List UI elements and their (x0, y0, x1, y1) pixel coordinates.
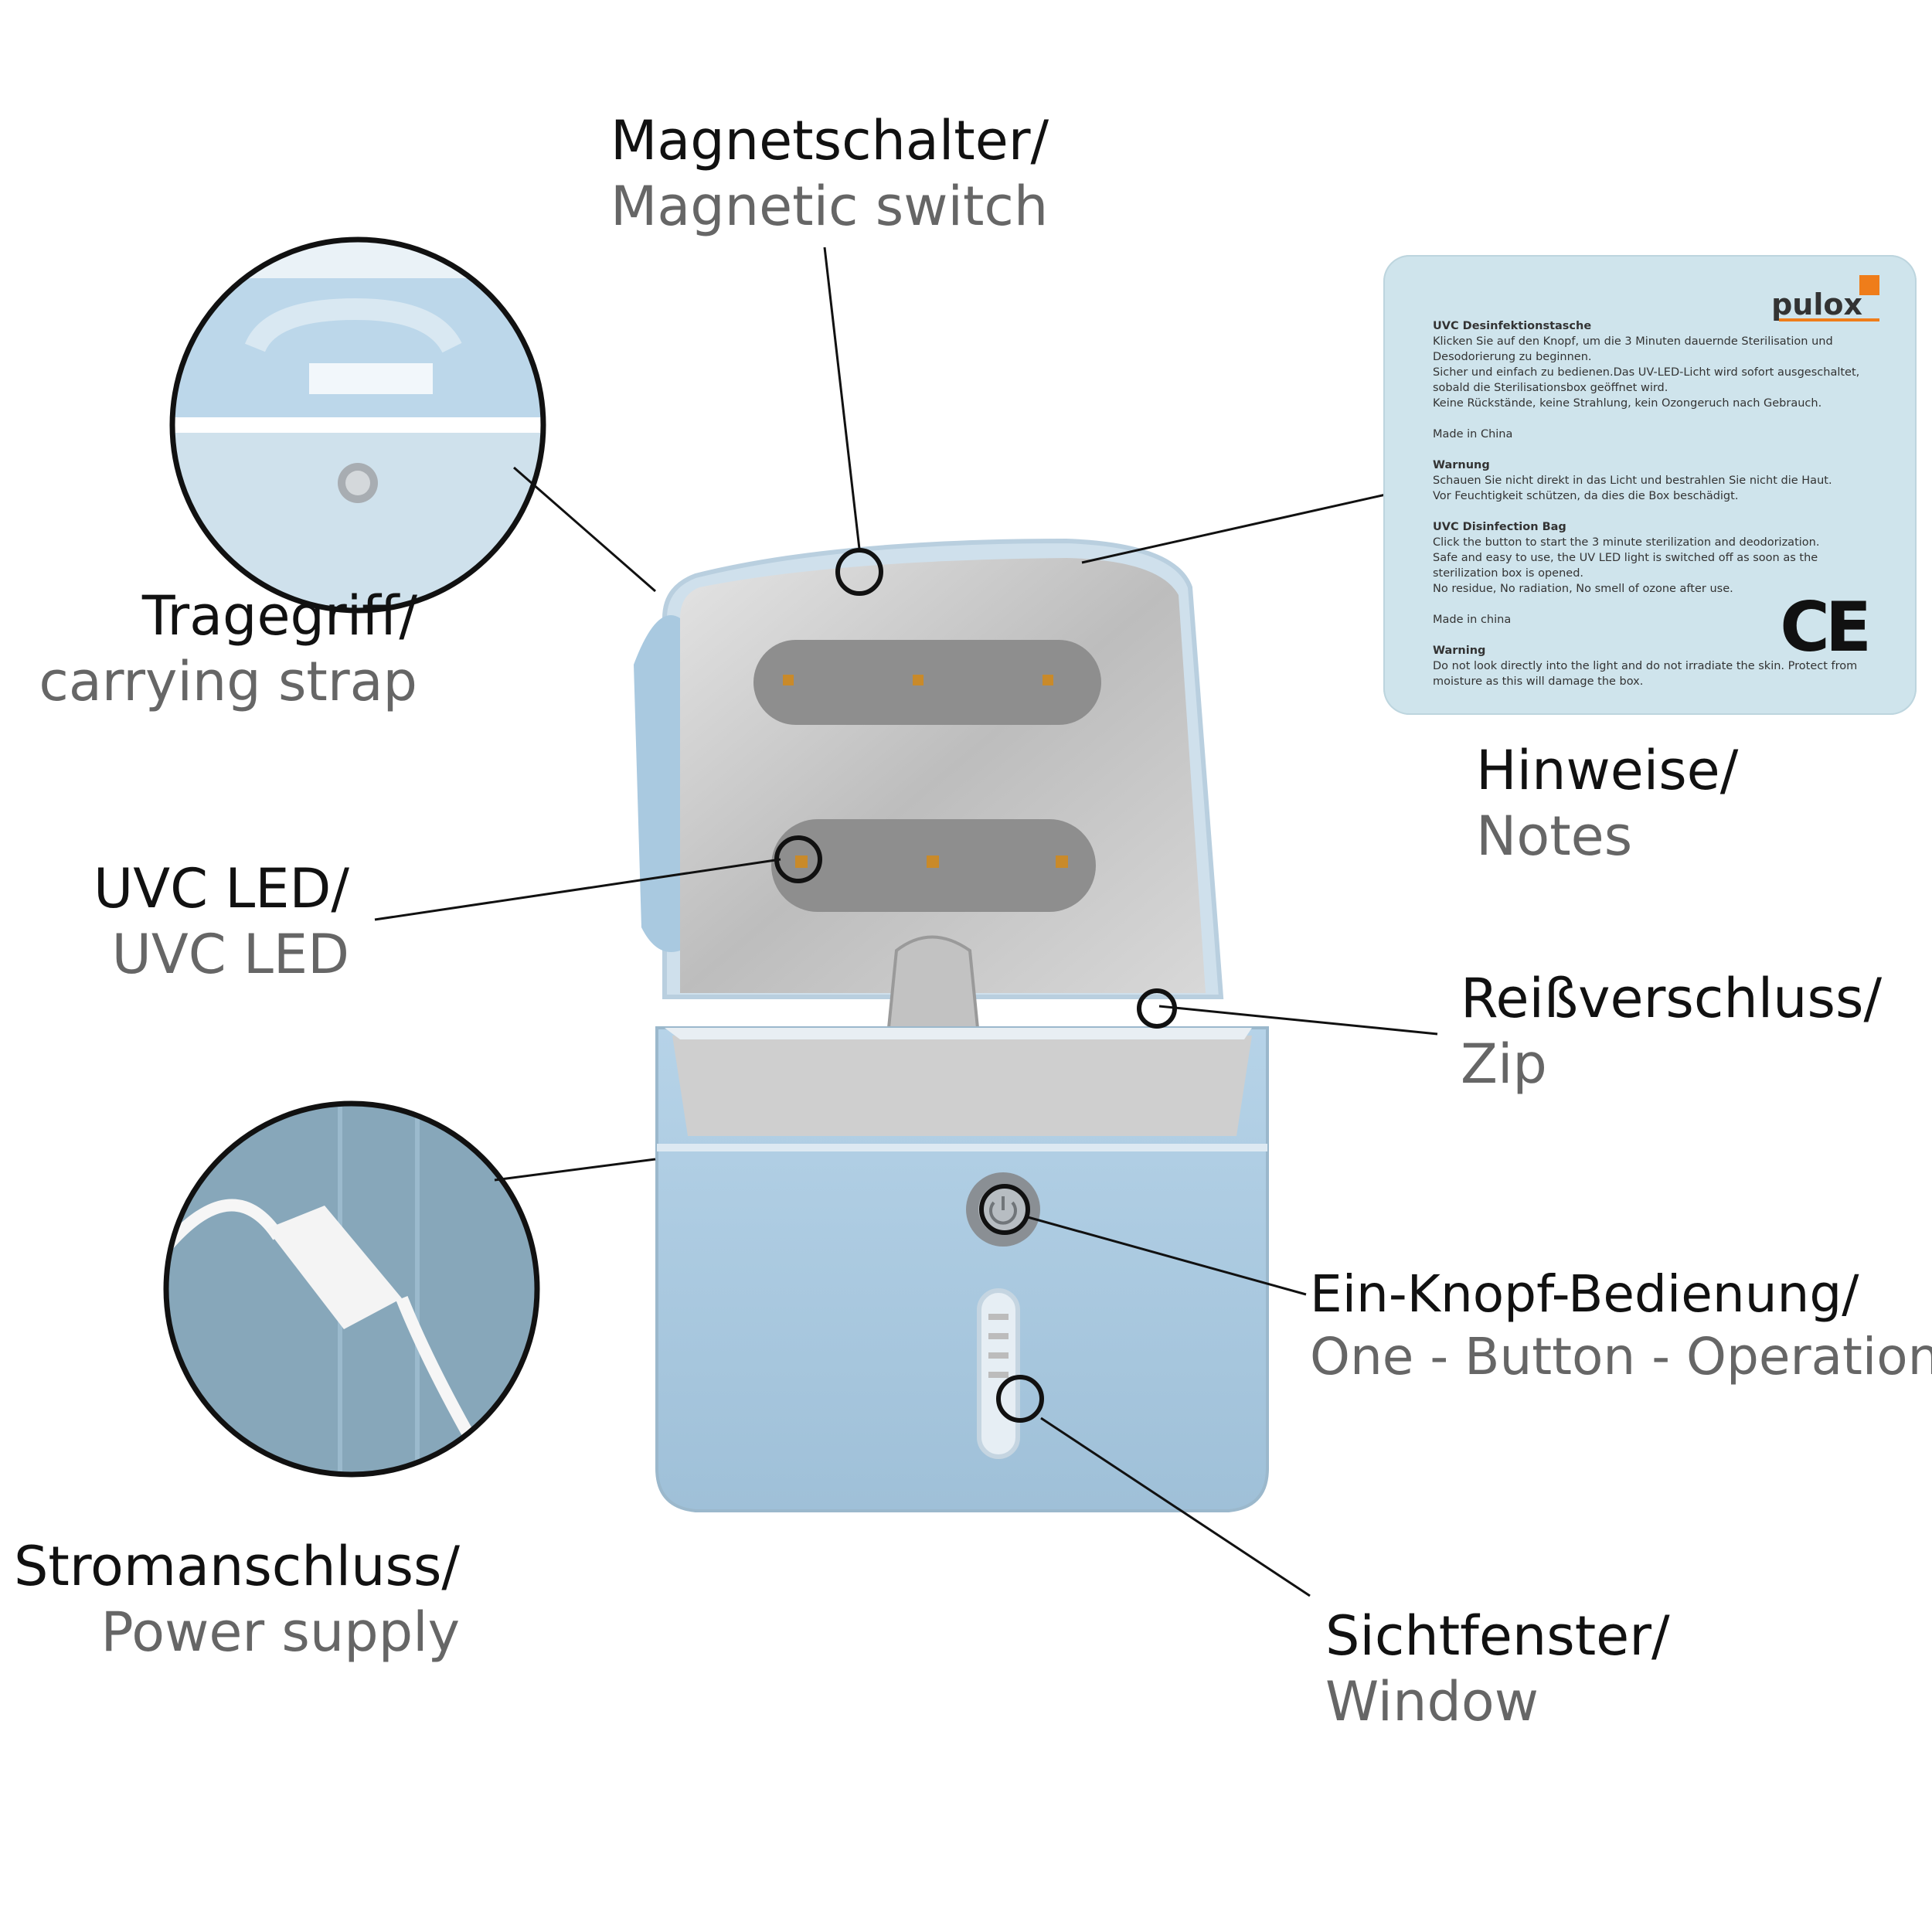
notes-de-text: Klicken Sie auf den Knopf, um die 3 Minu… (1433, 335, 1860, 410)
label-power-supply-en: Power supply (100, 1600, 460, 1665)
label-magnetic-switch-en: Magnetic switch (611, 175, 1049, 239)
notes-en-text: Click the button to start the 3 minute s… (1433, 536, 1820, 595)
label-window: Sichtfenster/ Window (1325, 1604, 1670, 1736)
label-power-supply: Stromanschluss/ Power supply (14, 1534, 460, 1666)
ce-mark: CE (1780, 587, 1872, 667)
strap-inset (169, 236, 546, 614)
notes-de-title: UVC Desinfektionstasche (1433, 320, 1592, 332)
label-zip-de: Reißverschluss/ (1461, 967, 1883, 1030)
led-strip-bottom (771, 819, 1096, 912)
brand-logo: pulox (1771, 287, 1862, 321)
label-carrying-strap: Tragegriff/ carrying strap (39, 583, 417, 716)
notes-en-warn-title: Warning (1433, 645, 1486, 657)
label-magnetic-switch-de: Magnetschalter/ (611, 109, 1049, 172)
viewing-window (977, 1288, 1020, 1459)
label-window-en: Window (1325, 1670, 1539, 1734)
label-one-button-en: One - Button - Operation (1310, 1326, 1932, 1386)
bag-body (655, 1026, 1269, 1512)
brand-underline (1779, 318, 1879, 321)
label-uvc-led-en: UVC LED (111, 923, 349, 987)
brand-logo-mark (1859, 275, 1879, 295)
notes-en-warn: Do not look directly into the light and … (1433, 660, 1858, 688)
bag-lid (634, 538, 1224, 999)
label-magnetic-switch: Magnetschalter/ Magnetic switch (611, 108, 1049, 240)
label-notes-en: Notes (1476, 804, 1633, 869)
label-uvc-led-de: UVC LED/ (94, 857, 349, 920)
power-supply-inset (163, 1100, 540, 1478)
label-uvc-led: UVC LED/ UVC LED (94, 856, 349, 988)
notes-de-warn: Schauen Sie nicht direkt in das Licht un… (1433, 474, 1832, 502)
notes-en-title: UVC Disinfection Bag (1433, 521, 1566, 533)
label-carrying-strap-de: Tragegriff/ (141, 584, 417, 648)
callout-circles (774, 548, 1177, 1423)
label-carrying-strap-en: carrying strap (39, 650, 417, 714)
led-strip-top (753, 640, 1101, 725)
label-notes-de: Hinweise/ (1476, 739, 1739, 802)
label-one-button: Ein-Knopf-Bedienung/ One - Button - Oper… (1310, 1264, 1932, 1388)
notes-de-warn-title: Warnung (1433, 459, 1490, 471)
label-window-de: Sichtfenster/ (1325, 1604, 1670, 1668)
label-power-supply-de: Stromanschluss/ (13, 1535, 460, 1598)
label-one-button-de: Ein-Knopf-Bedienung/ (1310, 1264, 1859, 1324)
label-zip-en: Zip (1461, 1032, 1547, 1097)
leader-lines (374, 247, 1438, 1597)
label-zip: Reißverschluss/ Zip (1461, 966, 1882, 1098)
label-notes: Hinweise/ Notes (1476, 738, 1738, 870)
lid-clasp (886, 935, 980, 1029)
notes-en-made: Made in china (1433, 614, 1512, 626)
notes-de-made: Made in China (1433, 428, 1513, 440)
